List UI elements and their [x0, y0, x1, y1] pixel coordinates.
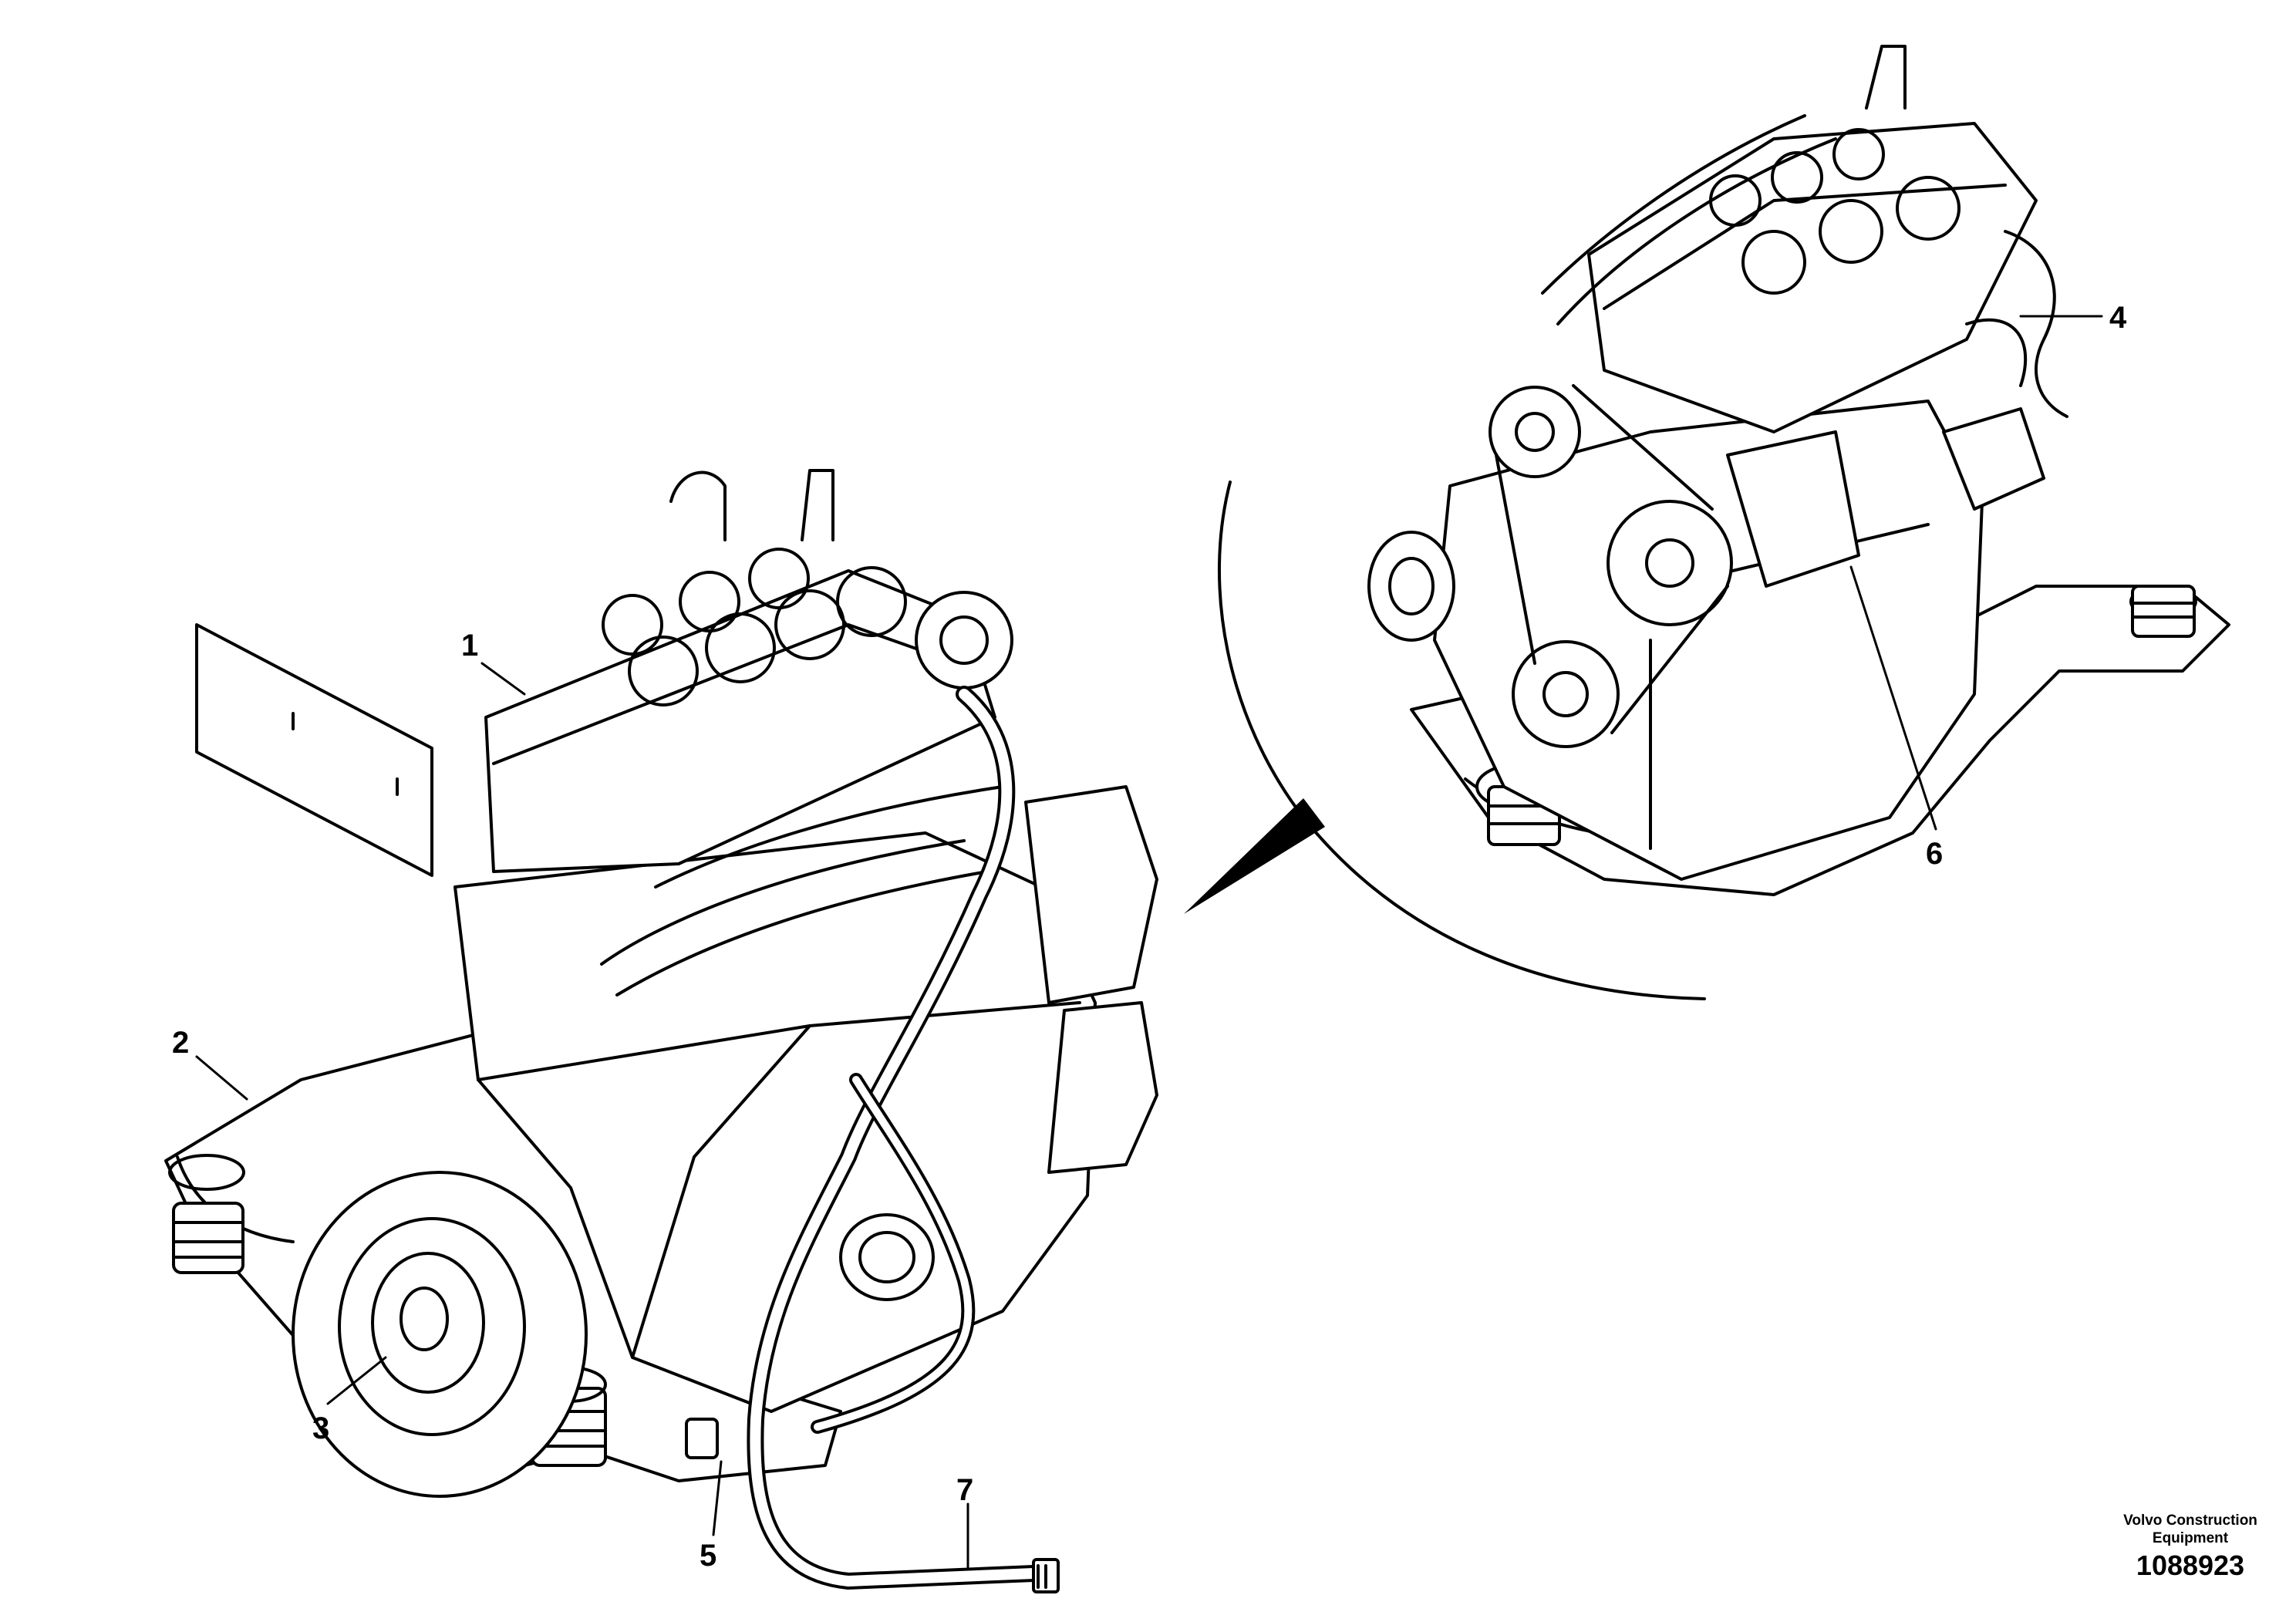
callout-4: 4 [2109, 301, 2127, 335]
brand-line-2: Equipment [2152, 1530, 2229, 1546]
engine-assembly-right [1367, 45, 2230, 896]
callout-3: 3 [312, 1411, 329, 1445]
leader-lines-right [1849, 315, 2103, 831]
zoom-indicator [1184, 481, 1706, 1000]
callout-7: 7 [956, 1473, 973, 1507]
figure-credit: Volvo Construction Equipment 1088923 [2082, 1512, 2296, 1583]
engine-assembly-left [164, 469, 1158, 1593]
brand-line-1: Volvo Construction [2123, 1512, 2257, 1529]
callout-6: 6 [1926, 837, 1943, 871]
leader-lines-left [195, 662, 969, 1571]
figure-number: 1088923 [2136, 1549, 2245, 1581]
callout-1: 1 [461, 629, 478, 663]
callout-2: 2 [172, 1026, 189, 1060]
callout-5: 5 [700, 1539, 716, 1573]
